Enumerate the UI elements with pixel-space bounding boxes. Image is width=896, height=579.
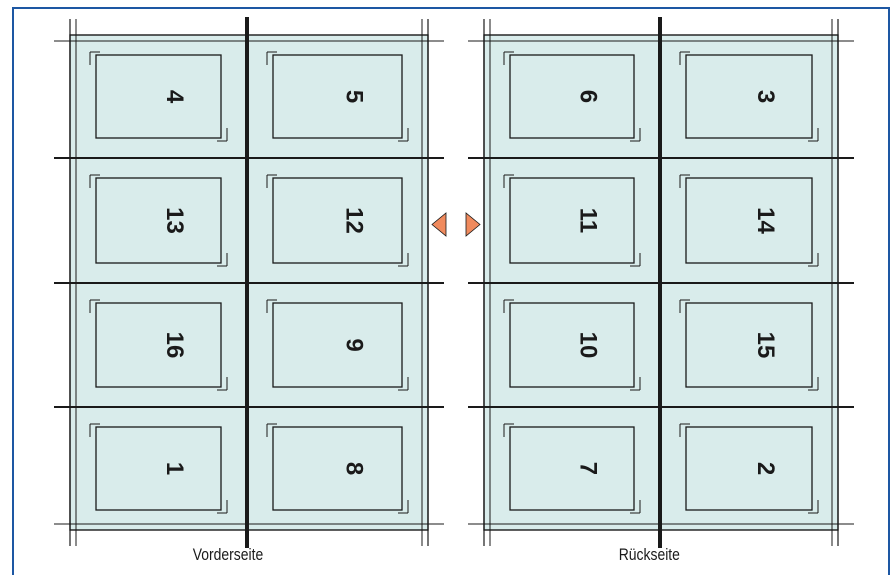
page-number: 5 xyxy=(341,90,368,103)
page-number: 12 xyxy=(341,207,368,234)
side-markers xyxy=(431,212,481,237)
page-cell xyxy=(247,407,428,530)
sheet-front: 4 5 13 12 16 9 1 8 xyxy=(54,17,444,548)
page-number: 4 xyxy=(161,90,188,104)
page-cell xyxy=(660,407,838,530)
page-trim-box xyxy=(509,426,635,511)
page-cell xyxy=(484,158,660,283)
page-number: 7 xyxy=(575,462,602,475)
page-number: 10 xyxy=(575,332,602,359)
page-trim-box xyxy=(95,54,222,139)
page-number: 9 xyxy=(341,338,368,351)
page-cell xyxy=(247,158,428,283)
page-trim-box xyxy=(95,302,222,388)
page-number: 2 xyxy=(752,462,779,475)
back-caption: Rückseite xyxy=(618,545,680,564)
page-number: 11 xyxy=(575,208,602,233)
page-number: 1 xyxy=(161,462,188,475)
page-trim-box xyxy=(509,177,635,264)
page-number: 15 xyxy=(752,332,779,359)
page-cell xyxy=(70,158,247,283)
page-cell xyxy=(660,283,838,407)
page-trim-box xyxy=(272,426,403,511)
page-number: 8 xyxy=(341,462,368,475)
page-cell xyxy=(660,35,838,158)
page-trim-box xyxy=(685,54,813,139)
page-trim-box xyxy=(685,426,813,511)
page-number: 3 xyxy=(752,90,779,103)
page-trim-box xyxy=(95,177,222,264)
page-number: 13 xyxy=(161,207,188,234)
page-cell xyxy=(247,283,428,407)
page-trim-box xyxy=(685,177,813,264)
page-cell xyxy=(484,283,660,407)
page-trim-box xyxy=(685,302,813,388)
right-marker-icon xyxy=(465,212,481,237)
page-trim-box xyxy=(509,302,635,388)
page-number: 16 xyxy=(161,332,188,359)
page-cell xyxy=(660,158,838,283)
page-trim-box xyxy=(509,54,635,139)
sheet-back: 6 3 11 14 10 15 7 2 xyxy=(468,17,854,548)
front-caption: Vorderseite xyxy=(192,545,264,564)
page-number: 6 xyxy=(575,90,602,103)
page-trim-box xyxy=(95,426,222,511)
page-trim-box xyxy=(272,177,403,264)
page-cell xyxy=(70,283,247,407)
left-marker-icon xyxy=(431,212,447,237)
page-cell xyxy=(247,35,428,158)
page-trim-box xyxy=(272,54,403,139)
page-number: 14 xyxy=(752,207,779,234)
page-trim-box xyxy=(272,302,403,388)
